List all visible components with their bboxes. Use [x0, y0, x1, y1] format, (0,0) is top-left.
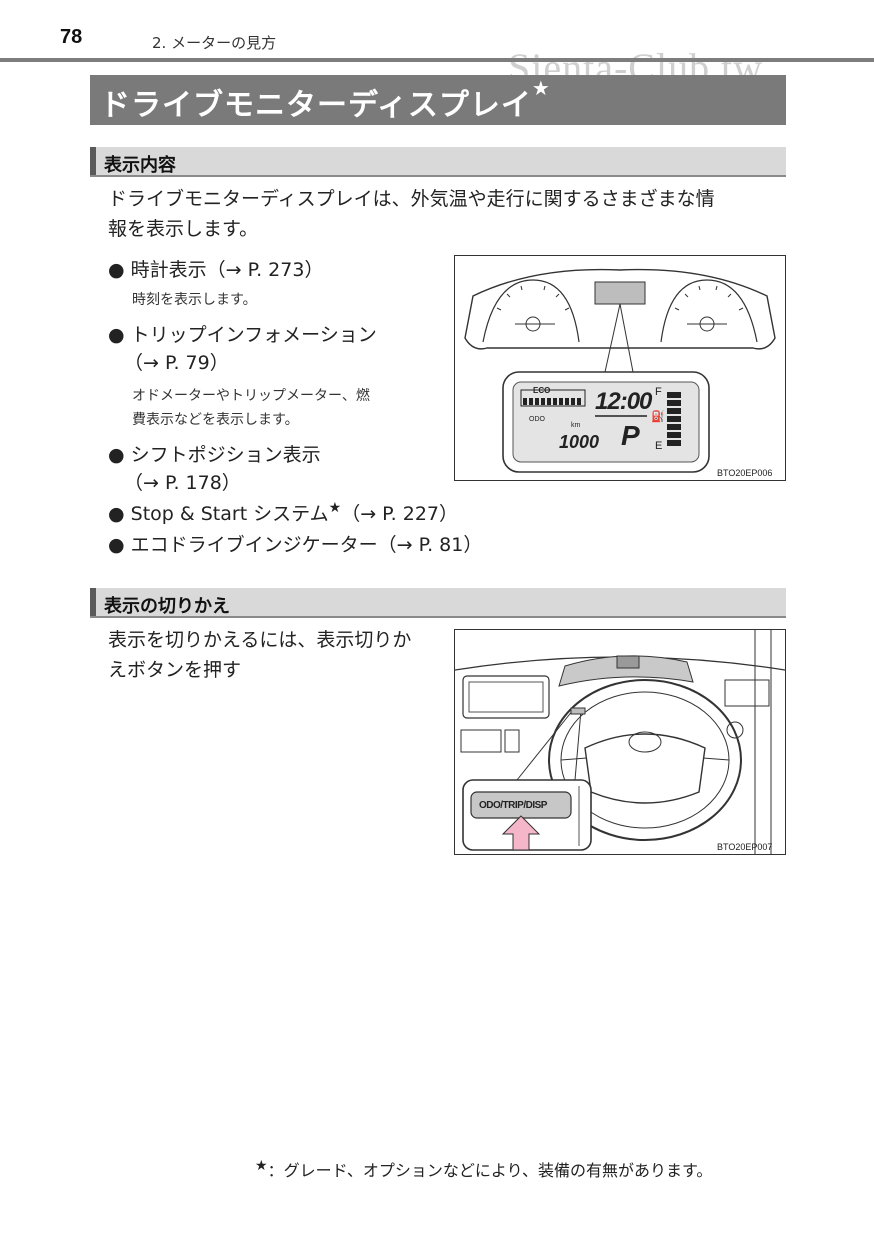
list-item-label: トリップインフォメーション	[130, 324, 377, 346]
chapter-title: 2. メーターの見方	[152, 34, 277, 52]
footnote: ★：グレード、オプションなどにより、装備の有無があります。	[255, 1157, 712, 1181]
fuel-full-label: F	[655, 386, 662, 398]
bullet-icon: ●	[108, 503, 125, 525]
intro-line-1: ドライブモニターディスプレイは、外気温や走行に関するさまざまな情	[108, 188, 715, 210]
page-title-text: ドライブモニターディスプレイ	[100, 88, 532, 123]
list-item-trip-info: ● トリップインフォメーション	[108, 320, 377, 350]
title-bar	[90, 75, 786, 125]
footnote-text: ：グレード、オプションなどにより、装備の有無があります。	[267, 1161, 713, 1180]
list-item-label: 時計表示（→ P. 273）	[130, 259, 324, 281]
figure-code: BTO20EP006	[717, 468, 773, 478]
list-item-ref: （→ P. 178）	[124, 472, 241, 494]
odo-label: ODO	[529, 416, 545, 423]
star-icon: ★	[328, 500, 342, 516]
title-star-icon: ★	[531, 76, 551, 100]
bullet-icon: ●	[108, 259, 125, 281]
list-item-label: エコドライブインジケーター（→ P. 81）	[130, 534, 483, 556]
section-heading-text: 表示の切りかえ	[104, 596, 230, 617]
list-item-eco-indicator: ● エコドライブインジケーター（→ P. 81）	[108, 530, 482, 560]
gear-indicator: P	[621, 420, 640, 451]
header-rule	[0, 58, 874, 62]
switch-instruction-line-2: えボタンを押す	[108, 659, 242, 681]
list-item-stop-start: ● Stop & Start システム★（→ P. 227）	[108, 499, 458, 531]
bullet-icon: ●	[108, 534, 125, 556]
eco-label: ECO	[533, 386, 551, 395]
fuel-pump-icon: ⛽	[651, 410, 665, 423]
steering-wheel-illustration	[455, 630, 785, 854]
list-item-desc-2: 費表示などを表示します。	[132, 412, 299, 428]
page-number: 78	[60, 26, 83, 48]
odo-trip-disp-button: ODO/TRIP/DISP	[479, 800, 547, 811]
list-item-label: Stop & Start システム	[130, 503, 329, 525]
meter-cluster-illustration	[464, 268, 776, 473]
bullet-icon: ●	[108, 324, 125, 346]
section-heading-text: 表示内容	[104, 155, 176, 176]
page-title: ドライブモニターディスプレイ★	[100, 76, 551, 124]
figure-steering-wheel: ODO/TRIP/DISP BTO20EP007	[454, 629, 786, 855]
odo-unit: km	[571, 422, 581, 429]
switch-instruction-line-1: 表示を切りかえるには、表示切りか	[108, 629, 412, 651]
list-item-clock: ● 時計表示（→ P. 273）	[108, 255, 323, 285]
figure-code: BTO20EP007	[717, 842, 773, 852]
intro-line-2: 報を表示します。	[108, 218, 259, 240]
fuel-empty-label: E	[655, 440, 663, 452]
clock-readout: 12:00	[595, 388, 652, 415]
odometer-readout: 1000	[559, 432, 600, 452]
section-heading-accent	[90, 147, 96, 175]
star-icon: ★	[255, 1158, 268, 1174]
list-item-label: シフトポジション表示	[130, 444, 321, 466]
section-heading-accent	[90, 588, 96, 616]
section-heading-display-switch: 表示の切りかえ	[90, 588, 786, 618]
list-item-ref: （→ P. 227）	[341, 503, 458, 525]
list-item-ref: （→ P. 79）	[124, 352, 229, 374]
section-heading-display-content: 表示内容	[90, 147, 786, 177]
list-item-desc: 時刻を表示します。	[132, 292, 257, 308]
bullet-icon: ●	[108, 444, 125, 466]
list-item-desc-1: オドメーターやトリップメーター、燃	[132, 388, 370, 404]
figure-meter-cluster: ECO 12:00 ODO km 1000 P F ⛽ E BTO20EP006	[454, 255, 786, 481]
list-item-shift-position: ● シフトポジション表示	[108, 440, 321, 470]
